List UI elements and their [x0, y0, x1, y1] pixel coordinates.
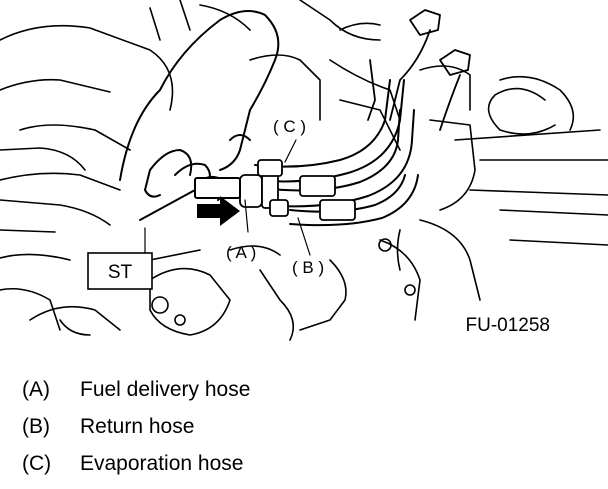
callout-leaders — [144, 139, 311, 256]
legend: (A) Fuel delivery hose (B) Return hose (… — [22, 378, 582, 489]
fuel-delivery-hose — [261, 109, 415, 208]
hand-illustration — [119, 10, 280, 201]
hose-clamp-fittings — [367, 9, 471, 131]
direction-arrow — [197, 196, 240, 226]
legend-item: (C) Evaporation hose — [22, 452, 582, 489]
callout-c: ( C ) — [273, 117, 306, 136]
legend-key: (C) — [22, 452, 52, 475]
return-hose — [289, 174, 419, 227]
legend-text: Return hose — [80, 415, 195, 438]
tool-label-box — [87, 252, 153, 290]
legend-item: (A) Fuel delivery hose — [22, 378, 582, 415]
tool-label: ST — [108, 262, 133, 283]
legend-key: (A) — [22, 378, 50, 401]
engine-background — [0, 0, 608, 341]
legend-key: (B) — [22, 415, 50, 438]
special-tool — [139, 177, 241, 221]
engine-fuel-hose-diagram: ST ( C ) ( A ) ( B ) FU-01258 — [0, 0, 608, 341]
quick-connectors — [239, 159, 356, 221]
legend-text: Evaporation hose — [80, 452, 244, 475]
figure-id: FU-01258 — [466, 315, 551, 336]
legend-text: Fuel delivery hose — [80, 378, 251, 401]
callout-a: ( A ) — [226, 243, 256, 262]
callout-b: ( B ) — [292, 258, 324, 277]
legend-item: (B) Return hose — [22, 415, 582, 452]
